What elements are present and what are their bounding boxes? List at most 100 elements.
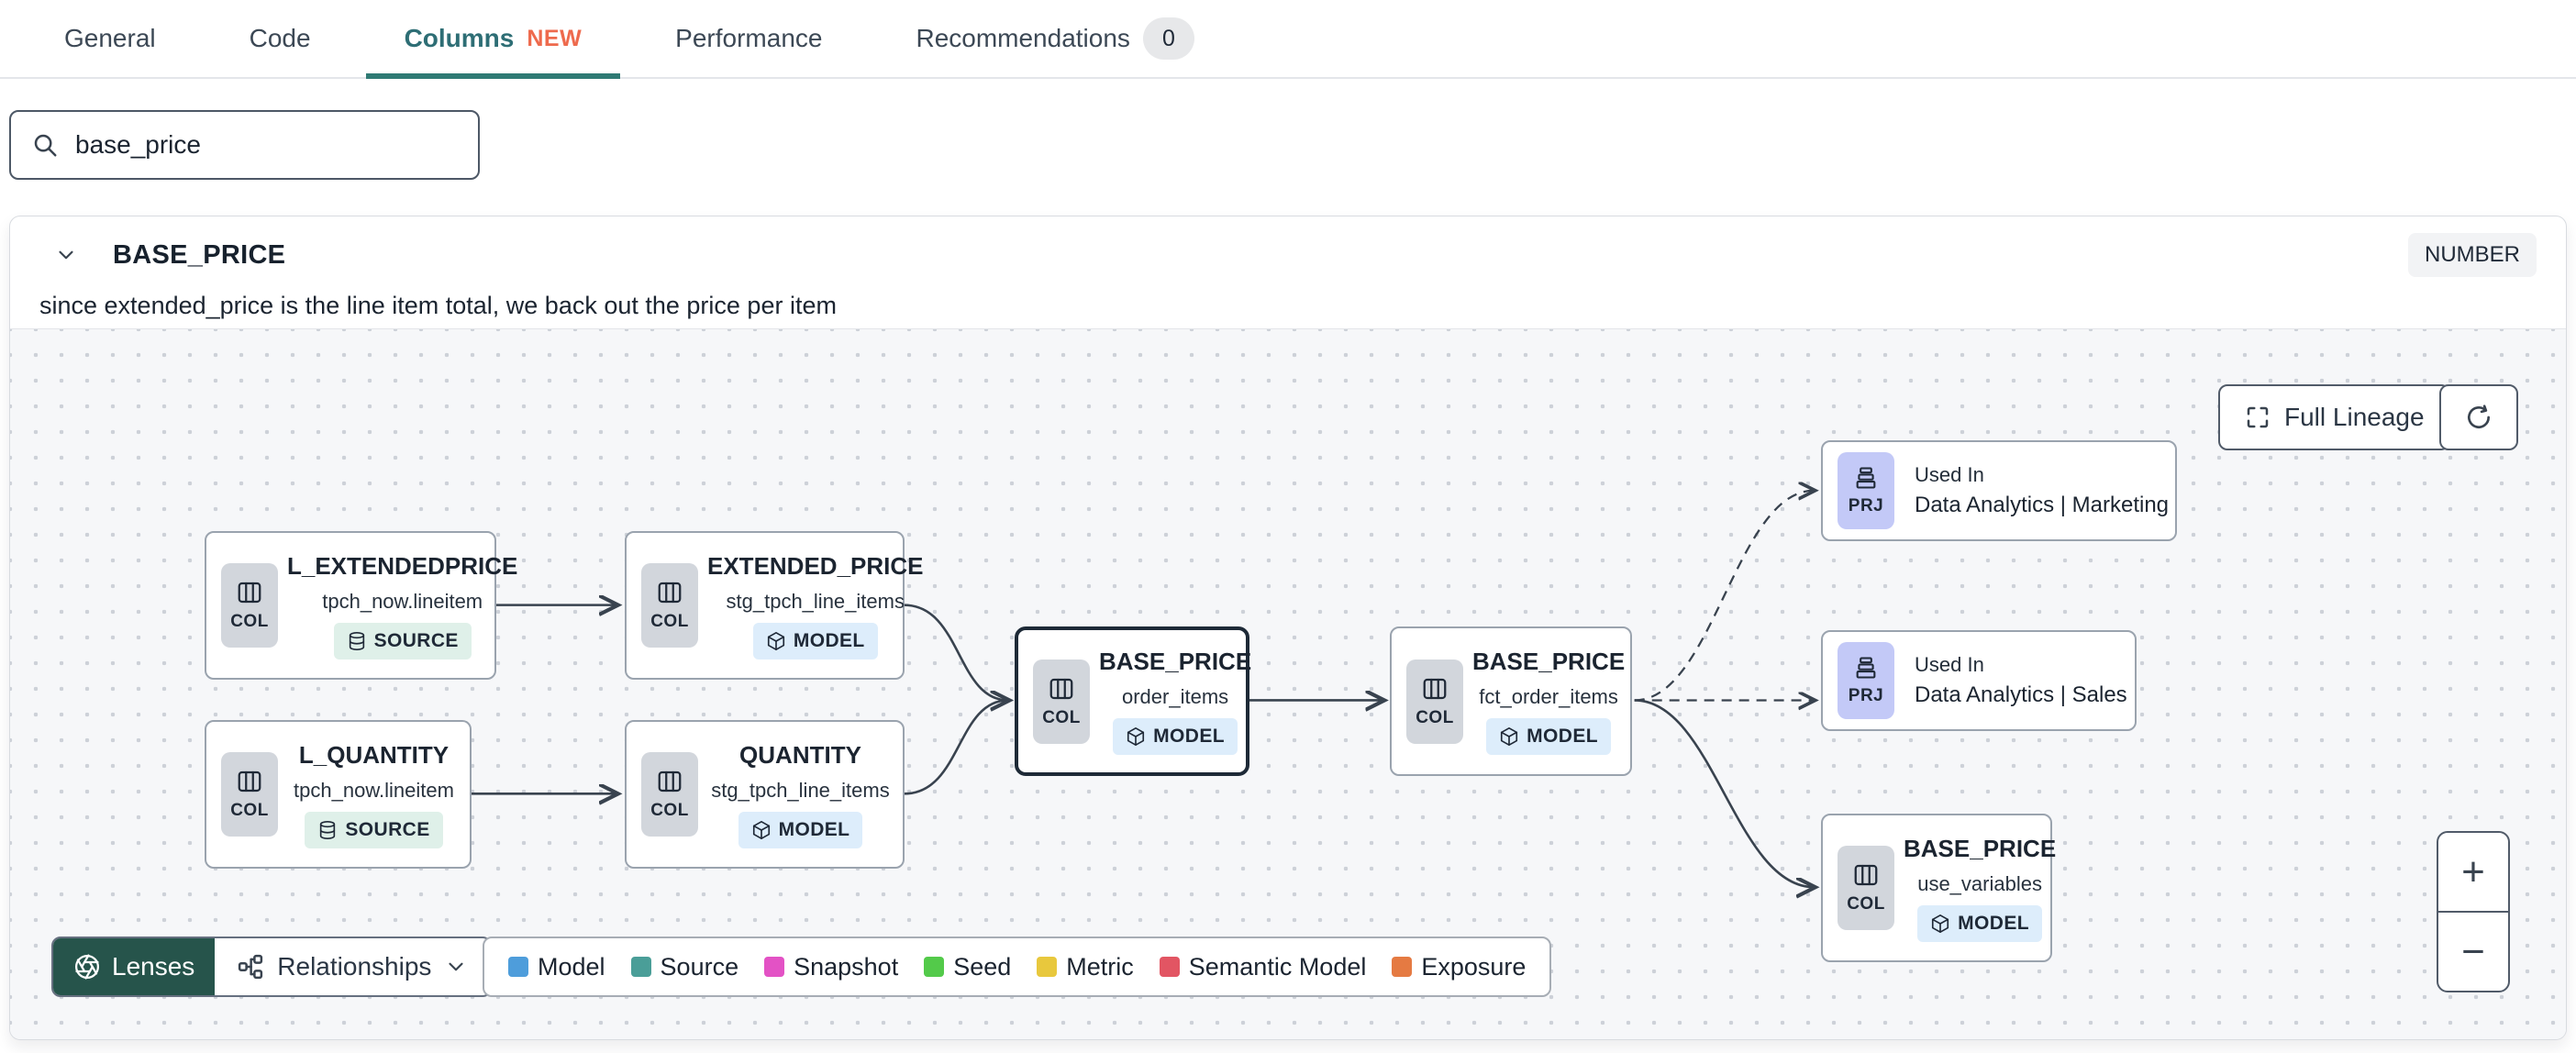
tab-code[interactable]: Code <box>211 0 350 77</box>
tab-bar: General Code Columns NEW Performance Rec… <box>0 0 2576 79</box>
refresh-button[interactable] <box>2439 384 2518 450</box>
tab-label: Columns <box>404 24 515 52</box>
tab-label: Code <box>249 24 311 52</box>
legend-item-semantic-model: Semantic Model <box>1159 953 1366 981</box>
chevron-down-icon <box>449 962 463 971</box>
legend-swatch <box>1392 957 1413 977</box>
columns-icon <box>658 770 682 793</box>
column-chip: COL <box>1838 846 1894 930</box>
tab-label: General <box>64 24 156 52</box>
lineage-node-base-price-use-variables[interactable]: COL BASE_PRICE use_variables MODEL <box>1821 814 2056 962</box>
node-title: Data Analytics | Marketing <box>1915 493 2170 517</box>
column-type-badge: NUMBER <box>2407 233 2537 277</box>
tab-recommendations[interactable]: Recommendations 0 <box>877 0 1232 77</box>
lineage-node-base-price-fct-order-items[interactable]: COL BASE_PRICE fct_order_items MODEL <box>1390 626 1632 776</box>
node-subtitle: stg_tpch_line_items <box>711 778 890 802</box>
panel-header: BASE_PRICE NUMBER since extended_price i… <box>10 216 2566 328</box>
column-chip: COL <box>1033 659 1090 744</box>
lenses-button[interactable]: Lenses <box>53 938 216 995</box>
resource-type-badge: SOURCE <box>333 622 472 660</box>
column-chip: COL <box>1406 659 1463 744</box>
node-title: BASE_PRICE <box>1099 648 1252 675</box>
lineage-node-used-in-sales[interactable]: PRJ Used In Data Analytics | Sales <box>1821 630 2137 731</box>
column-title: BASE_PRICE <box>113 239 286 270</box>
node-kicker: Used In <box>1915 463 1984 486</box>
node-title: L_EXTENDEDPRICE <box>287 551 518 580</box>
cube-icon <box>1127 727 1145 746</box>
legend-item-source: Source <box>630 953 738 981</box>
column-detail-panel: BASE_PRICE NUMBER since extended_price i… <box>9 216 2567 1040</box>
cube-icon <box>767 631 784 650</box>
count-badge: 0 <box>1142 17 1194 60</box>
node-title: BASE_PRICE <box>1472 648 1626 675</box>
node-title: BASE_PRICE <box>1904 834 2057 862</box>
cube-icon <box>1932 914 1949 933</box>
lineage-legend: Model Source Snapshot Seed Metric Semant… <box>483 937 1552 997</box>
node-title: L_QUANTITY <box>298 740 450 769</box>
new-badge: NEW <box>527 25 583 51</box>
node-subtitle: use_variables <box>1917 871 2042 895</box>
expand-icon <box>2247 406 2269 428</box>
node-subtitle: tpch_now.lineitem <box>322 589 483 613</box>
columns-icon <box>238 582 261 604</box>
resource-type-badge: MODEL <box>752 622 878 660</box>
search-row <box>9 110 2567 180</box>
resource-type-badge: SOURCE <box>305 811 443 848</box>
column-chip: COL <box>221 563 278 648</box>
columns-icon <box>658 582 682 604</box>
columns-icon <box>1049 678 1073 699</box>
cube-icon <box>1501 727 1518 746</box>
node-subtitle: tpch_now.lineitem <box>294 778 454 802</box>
search-input[interactable] <box>75 130 458 160</box>
columns-icon <box>1423 678 1447 699</box>
legend-swatch <box>764 957 785 977</box>
collapse-toggle[interactable] <box>52 241 80 269</box>
lineage-node-l-quantity[interactable]: COL L_QUANTITY tpch_now.lineitem SOURCE <box>205 720 472 869</box>
legend-item-metric: Metric <box>1037 953 1134 981</box>
legend-item-seed: Seed <box>924 953 1011 981</box>
tab-columns[interactable]: Columns NEW <box>365 0 621 79</box>
lineage-canvas[interactable]: COL L_EXTENDEDPRICE tpch_now.lineitem SO… <box>10 328 2566 1039</box>
project-chip: PRJ <box>1838 452 1894 529</box>
archive-icon <box>1856 467 1876 489</box>
legend-item-model: Model <box>508 953 605 981</box>
cube-icon <box>752 820 770 839</box>
legend-swatch <box>1159 957 1180 977</box>
node-subtitle: fct_order_items <box>1479 685 1618 708</box>
aperture-icon <box>75 954 99 980</box>
node-title: EXTENDED_PRICE <box>707 551 924 580</box>
zoom-out-button[interactable]: − <box>2461 928 2485 974</box>
lineage-node-base-price-order-items[interactable]: COL BASE_PRICE order_items MODEL <box>1015 626 1252 776</box>
full-lineage-button[interactable]: Full Lineage <box>2218 384 2450 450</box>
column-description: since extended_price is the line item to… <box>39 292 837 319</box>
legend-item-snapshot: Snapshot <box>764 953 898 981</box>
lineage-node-l-extendedprice[interactable]: COL L_EXTENDEDPRICE tpch_now.lineitem SO… <box>205 531 517 680</box>
legend-item-exposure: Exposure <box>1392 953 1526 981</box>
zoom-control: + − <box>2437 831 2510 992</box>
legend-swatch <box>508 957 528 977</box>
relationships-dropdown[interactable]: Relationships <box>215 938 490 995</box>
tab-general[interactable]: General <box>26 0 194 77</box>
lineage-node-extended-price[interactable]: COL EXTENDED_PRICE stg_tpch_line_items M… <box>625 531 924 680</box>
lineage-node-used-in-marketing[interactable]: PRJ Used In Data Analytics | Marketing <box>1821 440 2177 541</box>
hierarchy-icon <box>239 954 263 980</box>
resource-type-badge: MODEL <box>738 811 863 848</box>
lineage-edges <box>471 329 2566 1039</box>
resource-type-badge: MODEL <box>1917 904 2042 942</box>
column-chip: COL <box>221 752 278 837</box>
node-subtitle: order_items <box>1122 685 1229 708</box>
legend-swatch <box>630 957 651 977</box>
search-icon <box>34 134 57 157</box>
node-title: QUANTITY <box>739 740 861 769</box>
database-icon <box>320 820 336 839</box>
search-box[interactable] <box>9 110 480 180</box>
resource-type-badge: MODEL <box>1113 718 1238 755</box>
lineage-node-quantity[interactable]: COL QUANTITY stg_tpch_line_items MODEL <box>625 720 905 869</box>
tab-label: Performance <box>675 24 823 52</box>
node-kicker: Used In <box>1915 653 1984 676</box>
refresh-icon <box>2468 405 2490 428</box>
tab-performance[interactable]: Performance <box>637 0 861 77</box>
resource-type-badge: MODEL <box>1486 718 1611 755</box>
chevron-down-icon <box>59 250 73 260</box>
zoom-in-button[interactable]: + <box>2438 833 2508 913</box>
